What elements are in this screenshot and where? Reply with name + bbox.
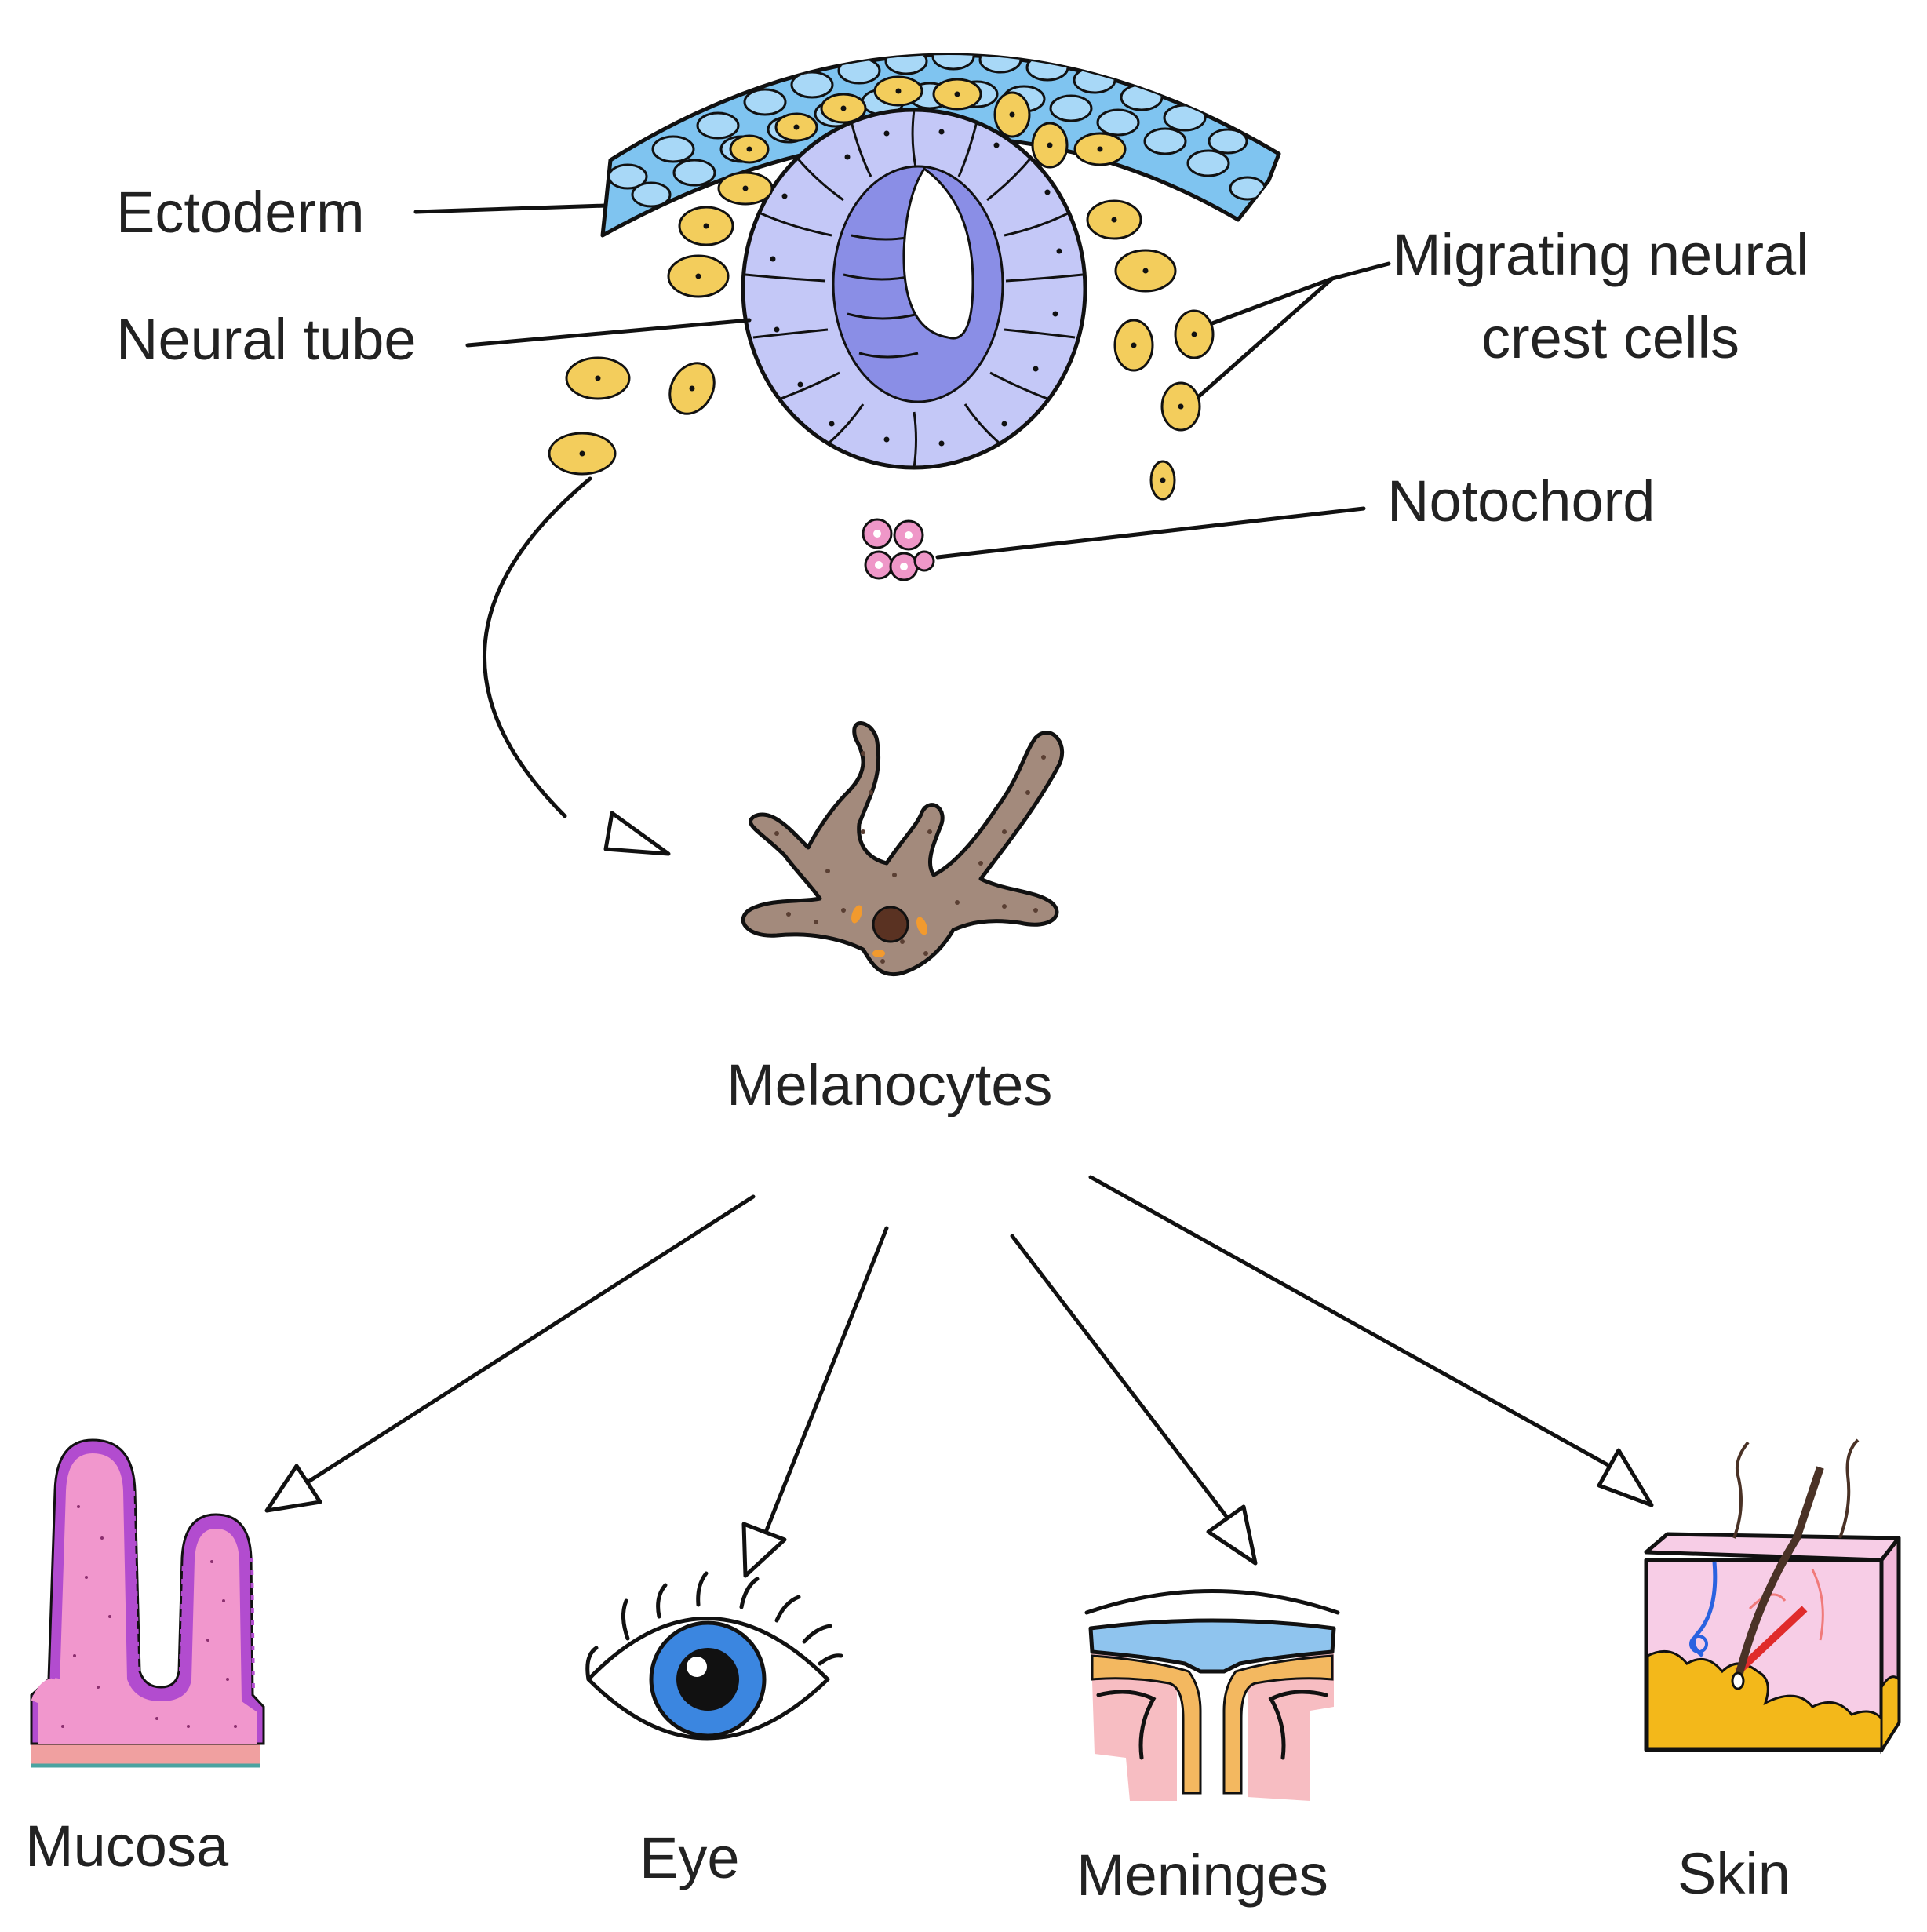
notochord-leader <box>935 506 1366 560</box>
skin-label: Skin <box>1677 1841 1790 1906</box>
mucosa-icon <box>30 1438 265 1768</box>
curved-arrow <box>482 476 592 818</box>
notochord-icon <box>862 518 935 581</box>
ectoderm-leader <box>413 203 608 214</box>
neural-tube-icon <box>741 108 1087 470</box>
curved-arrow-head <box>603 811 671 856</box>
crest-leader-b <box>1197 276 1335 399</box>
arrow-to-eye <box>763 1226 889 1536</box>
arrow-to-skin <box>1088 1175 1615 1470</box>
ectoderm-label: Ectoderm <box>116 180 365 245</box>
arrow-to-mucosa-head <box>264 1464 322 1513</box>
melanocyte-icon <box>741 721 1064 977</box>
neural-tube-leader <box>465 318 752 348</box>
migrating-label-line1: Migrating neural <box>1393 222 1809 287</box>
eye-icon <box>585 1571 843 1741</box>
notochord-label: Notochord <box>1387 468 1655 534</box>
arrow-to-mucosa <box>304 1194 756 1485</box>
skin-icon <box>1644 1438 1901 1755</box>
mucosa-label: Mucosa <box>25 1814 229 1879</box>
melanocytes-label: Melanocytes <box>727 1052 1052 1117</box>
neural-tube-label: Neural tube <box>116 307 417 372</box>
arrow-to-meninges-head <box>1206 1504 1258 1566</box>
arrow-to-skin-head <box>1597 1448 1654 1507</box>
meninges-icon <box>1084 1589 1340 1801</box>
neural-crest-cell-icon <box>548 75 1215 501</box>
meninges-label: Meninges <box>1076 1843 1328 1908</box>
arrows-to-tissues <box>264 1175 1654 1578</box>
migrating-label-line2: crest cells <box>1481 305 1739 370</box>
arrow-to-eye-head <box>741 1522 787 1578</box>
eye-label: Eye <box>639 1825 740 1890</box>
crest-leader-a <box>1210 261 1391 326</box>
arrow-to-meninges <box>1010 1234 1230 1521</box>
